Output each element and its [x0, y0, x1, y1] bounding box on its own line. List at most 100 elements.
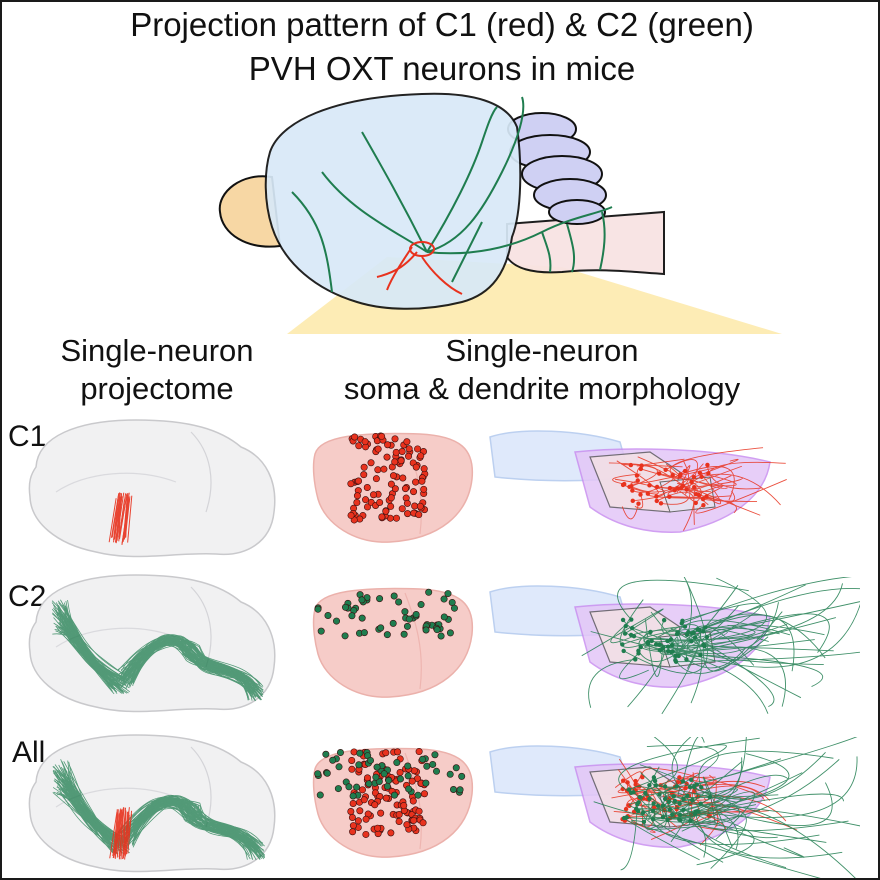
green-soma-dot: [333, 617, 341, 625]
green-soma-dot: [395, 598, 403, 606]
projectome-panel: [28, 574, 276, 713]
green-soma-dot: [673, 653, 678, 659]
green-soma-dot: [452, 764, 460, 772]
internal-contour: [55, 472, 177, 493]
red-soma-dot: [347, 511, 355, 519]
red-soma-dot: [353, 492, 361, 500]
red-soma-dot: [382, 794, 390, 802]
green-soma-dot: [366, 756, 374, 764]
red-soma-dot: [363, 484, 371, 492]
green-soma-dot: [691, 630, 696, 636]
red-soma-dot: [367, 459, 375, 467]
green-soma-dot: [345, 783, 353, 791]
red-soma-dot: [403, 499, 411, 507]
red-soma-dot: [403, 438, 411, 446]
green-soma-dot: [650, 808, 656, 814]
green-soma-dot: [341, 603, 349, 611]
green-soma-dot: [661, 617, 667, 623]
green-soma-dot: [680, 779, 686, 784]
red-soma-dot: [391, 485, 399, 493]
green-soma-dot: [628, 790, 634, 795]
green-soma-dot: [317, 627, 325, 635]
green-soma-dot: [633, 657, 638, 662]
red-soma-dot: [628, 462, 634, 468]
red-soma-dot: [630, 488, 635, 493]
green-soma-dot: [423, 762, 431, 770]
green-soma-dot: [669, 642, 675, 648]
green-soma-dot: [425, 588, 433, 596]
green-soma-dot: [336, 749, 344, 757]
row-label-c1: C1: [8, 420, 47, 453]
green-soma-dot: [437, 632, 445, 640]
green-soma-dot: [419, 755, 427, 763]
brain-outline: [28, 419, 276, 558]
red-soma-dot: [699, 474, 704, 480]
red-soma-dot: [405, 452, 413, 460]
green-soma-dot: [622, 631, 628, 636]
green-soma-dot: [372, 773, 380, 781]
red-soma-dot: [349, 822, 357, 830]
red-soma-dot: [663, 467, 668, 472]
green-soma-dot: [636, 800, 641, 805]
green-soma-dot: [390, 791, 398, 799]
green-soma-dot: [355, 761, 363, 769]
green-soma-dot: [677, 817, 682, 822]
red-soma-dot: [633, 782, 638, 787]
red-soma-dot: [623, 806, 629, 812]
green-soma-dot: [690, 797, 695, 803]
green-soma-dot: [702, 643, 707, 649]
red-soma-dot: [387, 502, 395, 510]
green-soma-dot: [393, 759, 401, 767]
red-soma-dot: [347, 480, 355, 488]
green-projection-fibers: [291, 96, 613, 293]
green-soma-dot: [431, 751, 439, 759]
red-soma-dot: [691, 484, 697, 490]
green-soma-dot: [652, 778, 658, 784]
red-soma-dot: [677, 473, 683, 478]
red-soma-dot: [358, 786, 366, 794]
red-soma-dot: [355, 442, 363, 450]
red-soma-dot: [360, 463, 368, 471]
green-soma-dot: [688, 777, 694, 783]
red-soma-dot: [651, 804, 657, 810]
green-soma-dot: [674, 784, 679, 789]
green-soma-dot: [356, 749, 364, 757]
red-soma-dot: [348, 813, 356, 821]
red-soma-dot: [417, 452, 425, 460]
green-soma-dot: [444, 590, 452, 598]
green-soma-dot: [707, 794, 712, 800]
figure-title-line-1: Projection pattern of C1 (red) & C2 (gre…: [130, 6, 754, 43]
green-soma-dot: [358, 596, 366, 604]
red-soma-dot: [410, 488, 418, 496]
red-soma-dot: [684, 487, 689, 492]
green-soma-dot: [636, 648, 641, 653]
red-soma-dot: [396, 768, 404, 776]
red-soma-dot: [347, 807, 355, 815]
red-soma-dot: [701, 502, 706, 508]
pvh-soma-cluster: [409, 241, 435, 257]
red-soma-dot: [355, 477, 363, 485]
green-soma-dot: [641, 819, 647, 825]
green-soma-dot: [348, 612, 356, 620]
red-soma-dot: [658, 501, 664, 506]
green-soma-dot: [679, 621, 684, 626]
green-soma-dot: [440, 595, 448, 603]
internal-contour: [55, 787, 177, 808]
red-soma-dot: [378, 513, 386, 521]
red-soma-dot: [377, 809, 385, 817]
green-soma-dot: [673, 659, 679, 664]
green-soma-dot: [653, 783, 658, 788]
green-soma-dot: [389, 619, 397, 627]
green-soma-dot: [647, 796, 652, 802]
green-soma-dot: [662, 784, 668, 789]
green-soma-dot: [376, 595, 384, 603]
green-soma-dot: [667, 807, 672, 812]
green-soma-dot: [412, 610, 420, 618]
red-soma-dot: [654, 484, 660, 490]
green-soma-dot: [450, 604, 458, 612]
red-soma-dot: [683, 785, 688, 791]
green-soma-dot: [383, 631, 391, 639]
green-soma-dot: [684, 657, 689, 662]
green-soma-dot: [674, 632, 680, 637]
green-soma-dot: [666, 644, 671, 649]
